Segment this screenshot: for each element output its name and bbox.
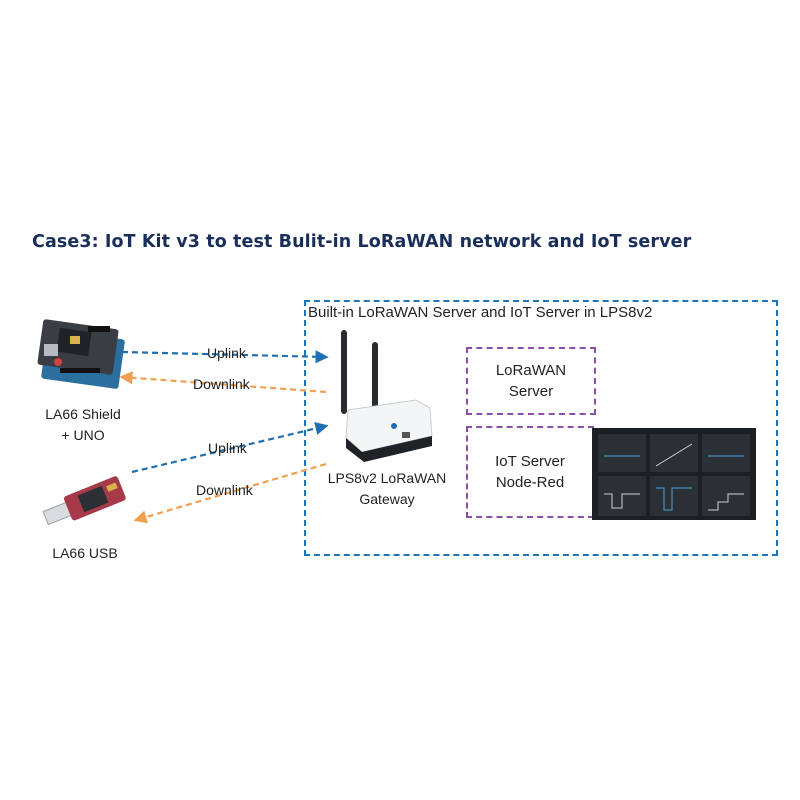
shield-downlink-label: Downlink bbox=[193, 376, 250, 392]
iot-server-line2: Node-Red bbox=[495, 474, 565, 491]
dashboard-panel bbox=[650, 434, 698, 472]
lorawan-server-line2: Server bbox=[508, 383, 554, 400]
usb-dongle-icon bbox=[42, 476, 126, 526]
dashboard-panel bbox=[702, 434, 750, 472]
gateway-caption-line1: LPS8v2 LoRaWAN bbox=[327, 470, 447, 486]
builtin-server-label: Built-in LoRaWAN Server and IoT Server i… bbox=[308, 304, 653, 321]
gateway-caption-line2: Gateway bbox=[359, 491, 415, 507]
builtin-server-container bbox=[304, 300, 778, 556]
dashboard-panel bbox=[650, 476, 698, 516]
shield-caption-line2: + UNO bbox=[61, 427, 105, 443]
page-title: Case3: IoT Kit v3 to test Bulit-in LoRaW… bbox=[32, 232, 692, 252]
gateway-caption: LPS8v2 LoRaWAN Gateway bbox=[322, 468, 452, 510]
shield-caption: LA66 Shield + UNO bbox=[28, 404, 138, 446]
usb-downlink-label: Downlink bbox=[196, 482, 253, 498]
dashboard-panel bbox=[702, 476, 750, 516]
lorawan-server-box: LoRaWAN Server bbox=[466, 347, 596, 415]
shield-caption-line1: LA66 Shield bbox=[45, 406, 121, 422]
usb-uplink-label: Uplink bbox=[208, 440, 247, 456]
shield-uplink-label: Uplink bbox=[207, 345, 246, 361]
lorawan-server-line1: LoRaWAN bbox=[495, 362, 567, 379]
dashboard-sparklines bbox=[604, 443, 744, 511]
usb-uplink-arrow bbox=[131, 422, 329, 474]
shield-uplink-arrow bbox=[121, 350, 329, 364]
arduino-shield-icon bbox=[37, 319, 125, 389]
gateway-router-icon bbox=[341, 330, 433, 462]
shield-downlink-arrow bbox=[119, 371, 327, 394]
dashboard-thumbnail bbox=[592, 428, 756, 520]
usb-downlink-arrow bbox=[133, 462, 327, 524]
iot-server-line1: IoT Server bbox=[495, 453, 565, 470]
dashboard-panel bbox=[598, 434, 646, 472]
usb-caption: LA66 USB bbox=[52, 545, 118, 561]
